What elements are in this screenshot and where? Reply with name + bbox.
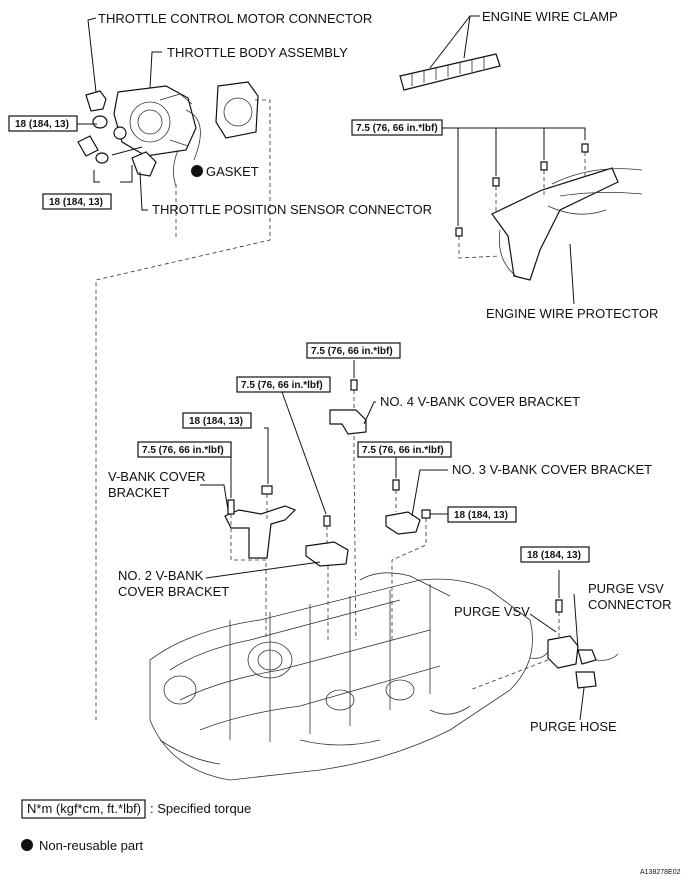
torque-no2: 7.5 (76, 66 in.*lbf): [241, 380, 323, 391]
torque-no4: 7.5 (76, 66 in.*lbf): [311, 346, 393, 357]
legend-nonreusable-dot: [21, 839, 33, 851]
label-no3-vbank-cover-bracket: NO. 3 V-BANK COVER BRACKET: [452, 462, 652, 477]
brackets-group: [224, 379, 431, 641]
torque-no3-top: 7.5 (76, 66 in.*lbf): [362, 445, 444, 456]
throttle-body-group: [77, 81, 271, 720]
gasket-nonreusable-dot: [191, 165, 203, 177]
torque-tb-bottom: 18 (184, 13): [49, 197, 103, 208]
throttle-control-motor-connector-part: [85, 90, 107, 112]
label-no2-vbank-line1: NO. 2 V-BANK: [118, 568, 204, 583]
vbank-upper-nut: [261, 485, 273, 495]
legend-torque-symbol: N*m (kgf*cm, ft.*lbf): [27, 801, 141, 816]
vbank-lower-bolt: [227, 499, 235, 515]
label-no4-vbank-cover-bracket: NO. 4 V-BANK COVER BRACKET: [380, 394, 580, 409]
protector-bolt-4: [581, 143, 589, 153]
engine-wire-group: [399, 53, 643, 281]
engine-wire-clamp-part: [399, 53, 501, 91]
purge-bolt: [555, 599, 563, 613]
label-throttle-body-assembly: THROTTLE BODY ASSEMBLY: [167, 45, 348, 60]
label-vbank-cover-bracket-line1: V-BANK COVER: [108, 469, 206, 484]
torque-vbank-lower: 7.5 (76, 66 in.*lbf): [142, 445, 224, 456]
no3-bolt-top: [392, 479, 400, 491]
torque-protector: 7.5 (76, 66 in.*lbf): [356, 123, 438, 134]
purge-hose-part: [575, 671, 597, 689]
label-throttle-control-motor-connector: THROTTLE CONTROL MOTOR CONNECTOR: [98, 11, 372, 26]
label-tps-connector: THROTTLE POSITION SENSOR CONNECTOR: [152, 202, 432, 217]
purge-vsv-connector-part: [577, 649, 597, 665]
legend-torque-text: : Specified torque: [150, 801, 251, 816]
protector-bolt-1: [455, 227, 463, 237]
no3-vbank-bracket-part: [385, 511, 421, 535]
no3-nut-right: [421, 509, 431, 519]
label-purge-vsv-connector-line2: CONNECTOR: [588, 597, 672, 612]
protector-bolt-2: [492, 177, 500, 187]
torque-vbank-upper: 18 (184, 13): [189, 416, 243, 427]
legend-nonreusable-text: Non-reusable part: [39, 838, 143, 853]
vbank-cover-bracket-part: [224, 505, 297, 559]
label-no2-vbank-line2: COVER BRACKET: [118, 584, 229, 599]
no4-bolt: [350, 379, 358, 391]
torque-tb-left: 18 (184, 13): [15, 119, 69, 130]
label-vbank-cover-bracket-line2: BRACKET: [108, 485, 169, 500]
gasket-part: [215, 81, 259, 139]
no4-vbank-bracket-part: [329, 409, 367, 435]
no2-vbank-bracket-part: [305, 541, 349, 567]
label-purge-vsv-connector-line1: PURGE VSV: [588, 581, 664, 596]
torque-purge: 18 (184, 13): [527, 550, 581, 561]
purge-vsv-group: [469, 599, 619, 691]
protector-bolt-3: [540, 161, 548, 171]
label-gasket: GASKET: [206, 164, 259, 179]
label-engine-wire-clamp: ENGINE WIRE CLAMP: [482, 9, 618, 24]
engine-wire-protector-part: [491, 167, 619, 281]
no2-bolt: [323, 515, 331, 527]
tps-connector-part: [131, 151, 157, 177]
engine-sketch: [149, 572, 533, 781]
tb-bolt: [77, 135, 99, 157]
label-engine-wire-protector: ENGINE WIRE PROTECTOR: [486, 306, 658, 321]
throttle-body-part: [113, 85, 197, 157]
label-purge-hose: PURGE HOSE: [530, 719, 617, 734]
figure-code: A138278E02: [640, 869, 681, 876]
purge-vsv-part: [547, 635, 579, 669]
torque-no3-right: 18 (184, 13): [454, 510, 508, 521]
label-purge-vsv: PURGE VSV: [454, 604, 530, 619]
